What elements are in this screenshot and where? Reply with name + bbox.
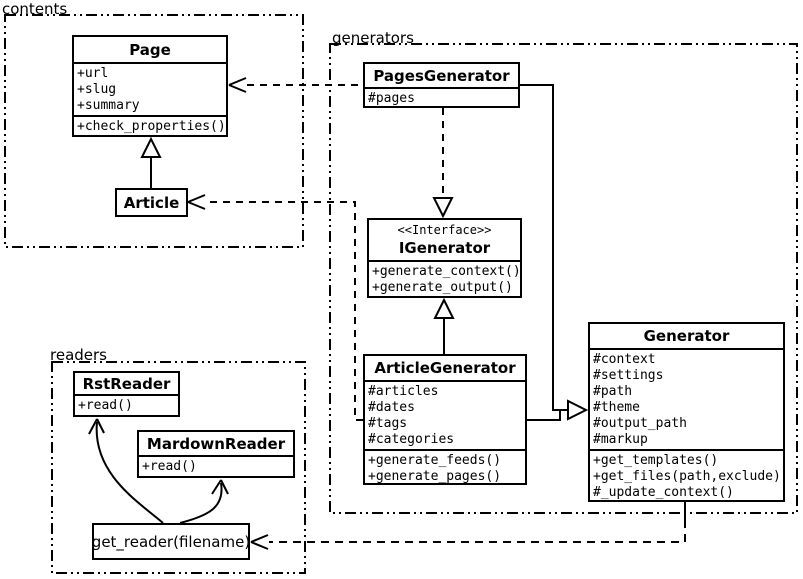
stereotype: <<Interface>> (397, 223, 492, 237)
attributes-compartment: #context #settings #path #theme #output_… (590, 350, 783, 451)
method: +read() (78, 398, 133, 413)
class-box-articlegenerator: ArticleGenerator #articles #dates #tags … (363, 354, 527, 485)
class-name: PagesGenerator (365, 64, 518, 89)
method: #_update_context() (593, 485, 734, 500)
attributes-compartment: #pages (365, 89, 518, 108)
class-box-pagesgenerator: PagesGenerator #pages (363, 62, 520, 108)
class-name: ArticleGenerator (365, 356, 525, 382)
class-name: Page (74, 37, 226, 64)
class-name: RstReader (75, 373, 178, 396)
attribute: #articles (368, 384, 439, 399)
interface-header: <<Interface>> IGenerator (369, 220, 520, 262)
package-label-readers: readers (50, 346, 107, 364)
methods-compartment: +generate_feeds() +generate_pages() (365, 451, 525, 486)
method: +get_files(path,exclude) (593, 469, 781, 484)
method: +get_templates() (593, 453, 719, 468)
edge-article-to-page-generalization (140, 136, 162, 188)
attribute: #markup (593, 432, 648, 447)
attribute: #settings (593, 368, 664, 383)
method: +generate_output() (372, 280, 513, 295)
attribute: +url (77, 66, 109, 81)
edge-pagesgenerator-to-page-dependency (228, 77, 363, 93)
edge-getreader-to-mardownreader (179, 479, 229, 524)
function-label: get_reader(filename) (91, 532, 251, 551)
attribute: #pages (368, 91, 415, 106)
method: +read() (142, 459, 197, 474)
class-name: IGenerator (398, 239, 491, 257)
methods-compartment: +read() (75, 396, 178, 415)
class-box-rstreader: RstReader +read() (73, 371, 180, 417)
class-box-generator: Generator #context #settings #path #them… (588, 322, 785, 502)
class-box-igenerator: <<Interface>> IGenerator +generate_conte… (367, 218, 522, 298)
package-label-contents: contents (2, 0, 68, 18)
attribute: #path (593, 384, 633, 399)
class-name: Article (123, 193, 180, 212)
edge-getreader-to-rstreader (88, 418, 164, 524)
edge-generators-to-generator-generalization (520, 84, 589, 421)
function-box-get-reader: get_reader(filename) (92, 523, 250, 560)
package-frame-contents (4, 14, 304, 248)
attribute: +slug (77, 82, 117, 97)
method: +generate_feeds() (368, 453, 502, 468)
attribute: #tags (368, 416, 408, 431)
class-name: MardownReader (139, 432, 293, 457)
method: +generate_pages() (368, 469, 502, 484)
edge-articlegenerator-to-igenerator-generalization (433, 297, 455, 354)
class-box-article: Article (115, 188, 188, 217)
class-box-mardownreader: MardownReader +read() (137, 430, 295, 478)
package-frame-readers (51, 361, 306, 574)
method: +generate_context() (372, 264, 521, 279)
attribute: #context (593, 352, 656, 367)
attributes-compartment: #articles #dates #tags #categories (365, 382, 525, 451)
attribute: #categories (368, 432, 455, 447)
attribute: #dates (368, 400, 415, 415)
package-frame-generators (329, 43, 798, 514)
methods-compartment: +check_properties() (74, 117, 226, 136)
method: +check_properties() (77, 119, 226, 134)
attribute: +summary (77, 98, 140, 113)
package-label-generators: generators (332, 29, 414, 47)
class-box-page: Page +url +slug +summary +check_properti… (72, 35, 228, 137)
attribute: #theme (593, 400, 640, 415)
methods-compartment: +read() (139, 457, 293, 476)
class-name: Generator (590, 324, 783, 350)
attribute: #output_path (593, 416, 687, 431)
attributes-compartment: +url +slug +summary (74, 64, 226, 117)
methods-compartment: +generate_context() +generate_output() (369, 262, 521, 297)
edge-articlegenerator-to-article-dependency (187, 194, 363, 421)
edge-pagesgenerator-to-igenerator-realization (432, 108, 454, 219)
methods-compartment: +get_templates() +get_files(path,exclude… (590, 451, 783, 502)
edge-generator-to-getreader-dependency (250, 502, 686, 550)
